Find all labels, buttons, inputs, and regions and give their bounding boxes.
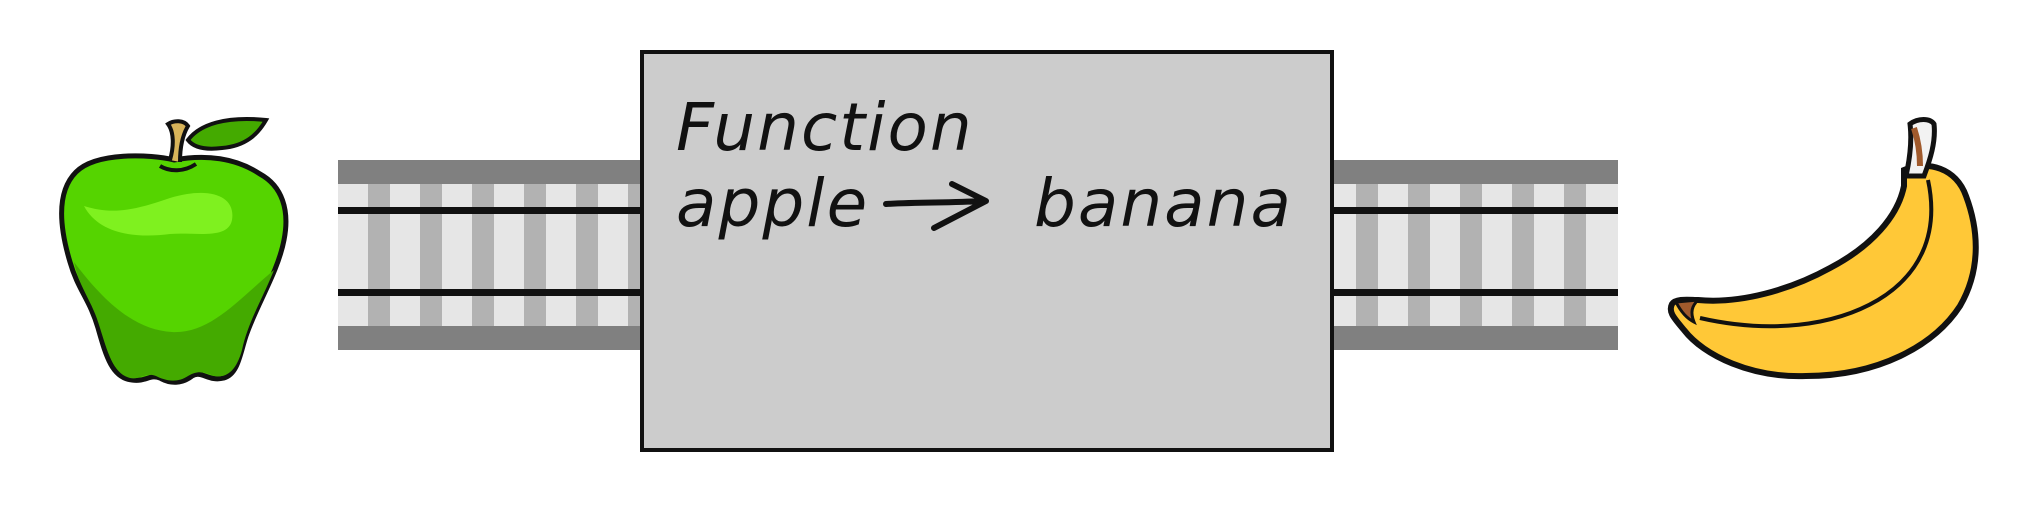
right-track xyxy=(1334,160,1618,350)
apple-icon xyxy=(59,117,289,385)
input-label: apple xyxy=(676,165,869,242)
banana-icon xyxy=(1667,117,1979,380)
mapping-arrow xyxy=(883,181,989,231)
function-box xyxy=(640,50,1334,452)
output-label: banana xyxy=(1034,165,1293,242)
left-track xyxy=(338,160,644,350)
function-title: Function xyxy=(676,89,974,166)
